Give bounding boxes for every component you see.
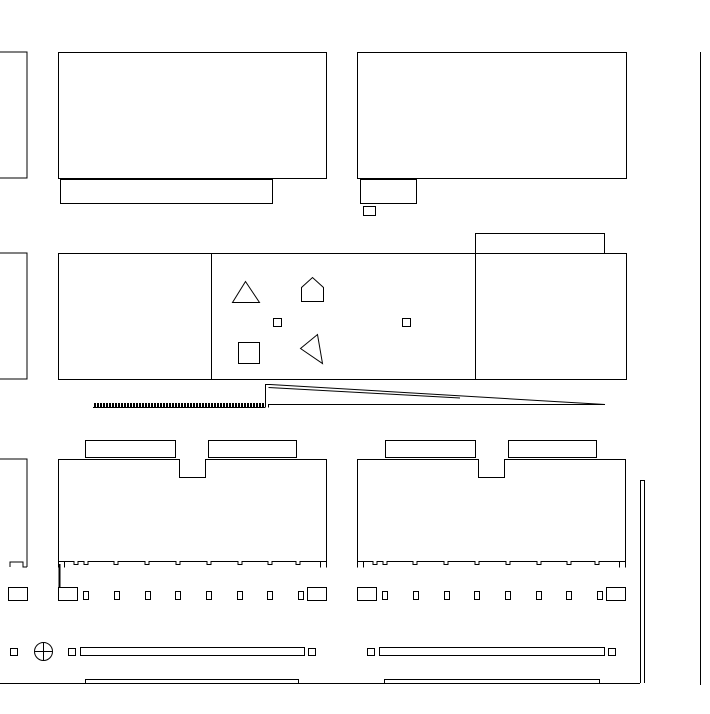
bottom-right-slot-right-pad xyxy=(609,649,616,656)
triangle-icon xyxy=(233,282,260,303)
top-right-panel xyxy=(358,53,627,179)
contact-pad-small xyxy=(598,592,603,600)
contact-pad-small xyxy=(475,592,480,600)
contact-pad-small xyxy=(537,592,542,600)
contact-pad-small xyxy=(146,592,151,600)
comb-teeth xyxy=(95,404,264,408)
contact-pad-small xyxy=(414,592,419,600)
bottom-center-connector xyxy=(59,460,327,568)
top-left-partial-panel xyxy=(0,52,27,178)
contact-pad-large xyxy=(308,588,327,601)
bottom-left-partial-pad xyxy=(9,588,28,601)
top-right-small-pad xyxy=(364,207,376,216)
middle-right-notched-panel xyxy=(476,234,627,380)
contact-pad-small xyxy=(268,592,273,600)
contact-pad-small xyxy=(506,592,511,600)
bottom-center-pad-row xyxy=(59,588,327,601)
contact-pad-small xyxy=(299,592,304,600)
contact-pad-small xyxy=(84,592,89,600)
wedge-ramp xyxy=(266,385,606,408)
middle-left-partial-panel xyxy=(0,253,27,379)
contact-pad-small xyxy=(567,592,572,600)
bottom-center-bracket xyxy=(86,680,299,685)
contact-pad-large xyxy=(59,588,78,601)
bottom-center-slot-left-pad xyxy=(69,649,76,656)
contact-pad-small xyxy=(238,592,243,600)
right-side-rail xyxy=(641,481,645,684)
contact-pad-large xyxy=(358,588,377,601)
small-square-marker-2 xyxy=(403,319,411,327)
top-center-tab xyxy=(61,180,273,204)
bottom-center-slot-right-pad xyxy=(309,649,316,656)
left-small-square-pad xyxy=(11,649,18,656)
wedge-inner-line xyxy=(269,388,461,399)
circle-crosshair-icon xyxy=(35,643,53,661)
contact-pad-small xyxy=(115,592,120,600)
middle-board xyxy=(59,254,627,380)
square-icon xyxy=(239,343,260,364)
bottom-right-pad-row xyxy=(358,588,626,601)
house-shape-icon xyxy=(302,278,324,302)
contact-pad-small xyxy=(383,592,388,600)
bottom-center-latch-right xyxy=(209,441,297,458)
bottom-left-partial-step xyxy=(10,562,27,567)
top-center-panel xyxy=(59,53,327,179)
contact-pad-small xyxy=(176,592,181,600)
small-square-marker-1 xyxy=(274,319,282,327)
bottom-left-partial-panel xyxy=(0,459,27,567)
left-triangle-icon xyxy=(301,335,323,364)
bottom-center-slot xyxy=(81,648,305,656)
bottom-right-latch-right xyxy=(509,441,597,458)
top-right-tab xyxy=(361,180,417,204)
bottom-center-latch-left xyxy=(86,441,176,458)
bottom-right-slot-left-pad xyxy=(368,649,375,656)
bottom-right-bracket xyxy=(385,680,600,685)
bottom-right-connector xyxy=(358,460,626,568)
bottom-right-latch-left xyxy=(386,441,476,458)
contact-pad-small xyxy=(445,592,450,600)
contact-pad-small xyxy=(207,592,212,600)
bottom-right-slot xyxy=(380,648,605,656)
contact-pad-large xyxy=(607,588,626,601)
